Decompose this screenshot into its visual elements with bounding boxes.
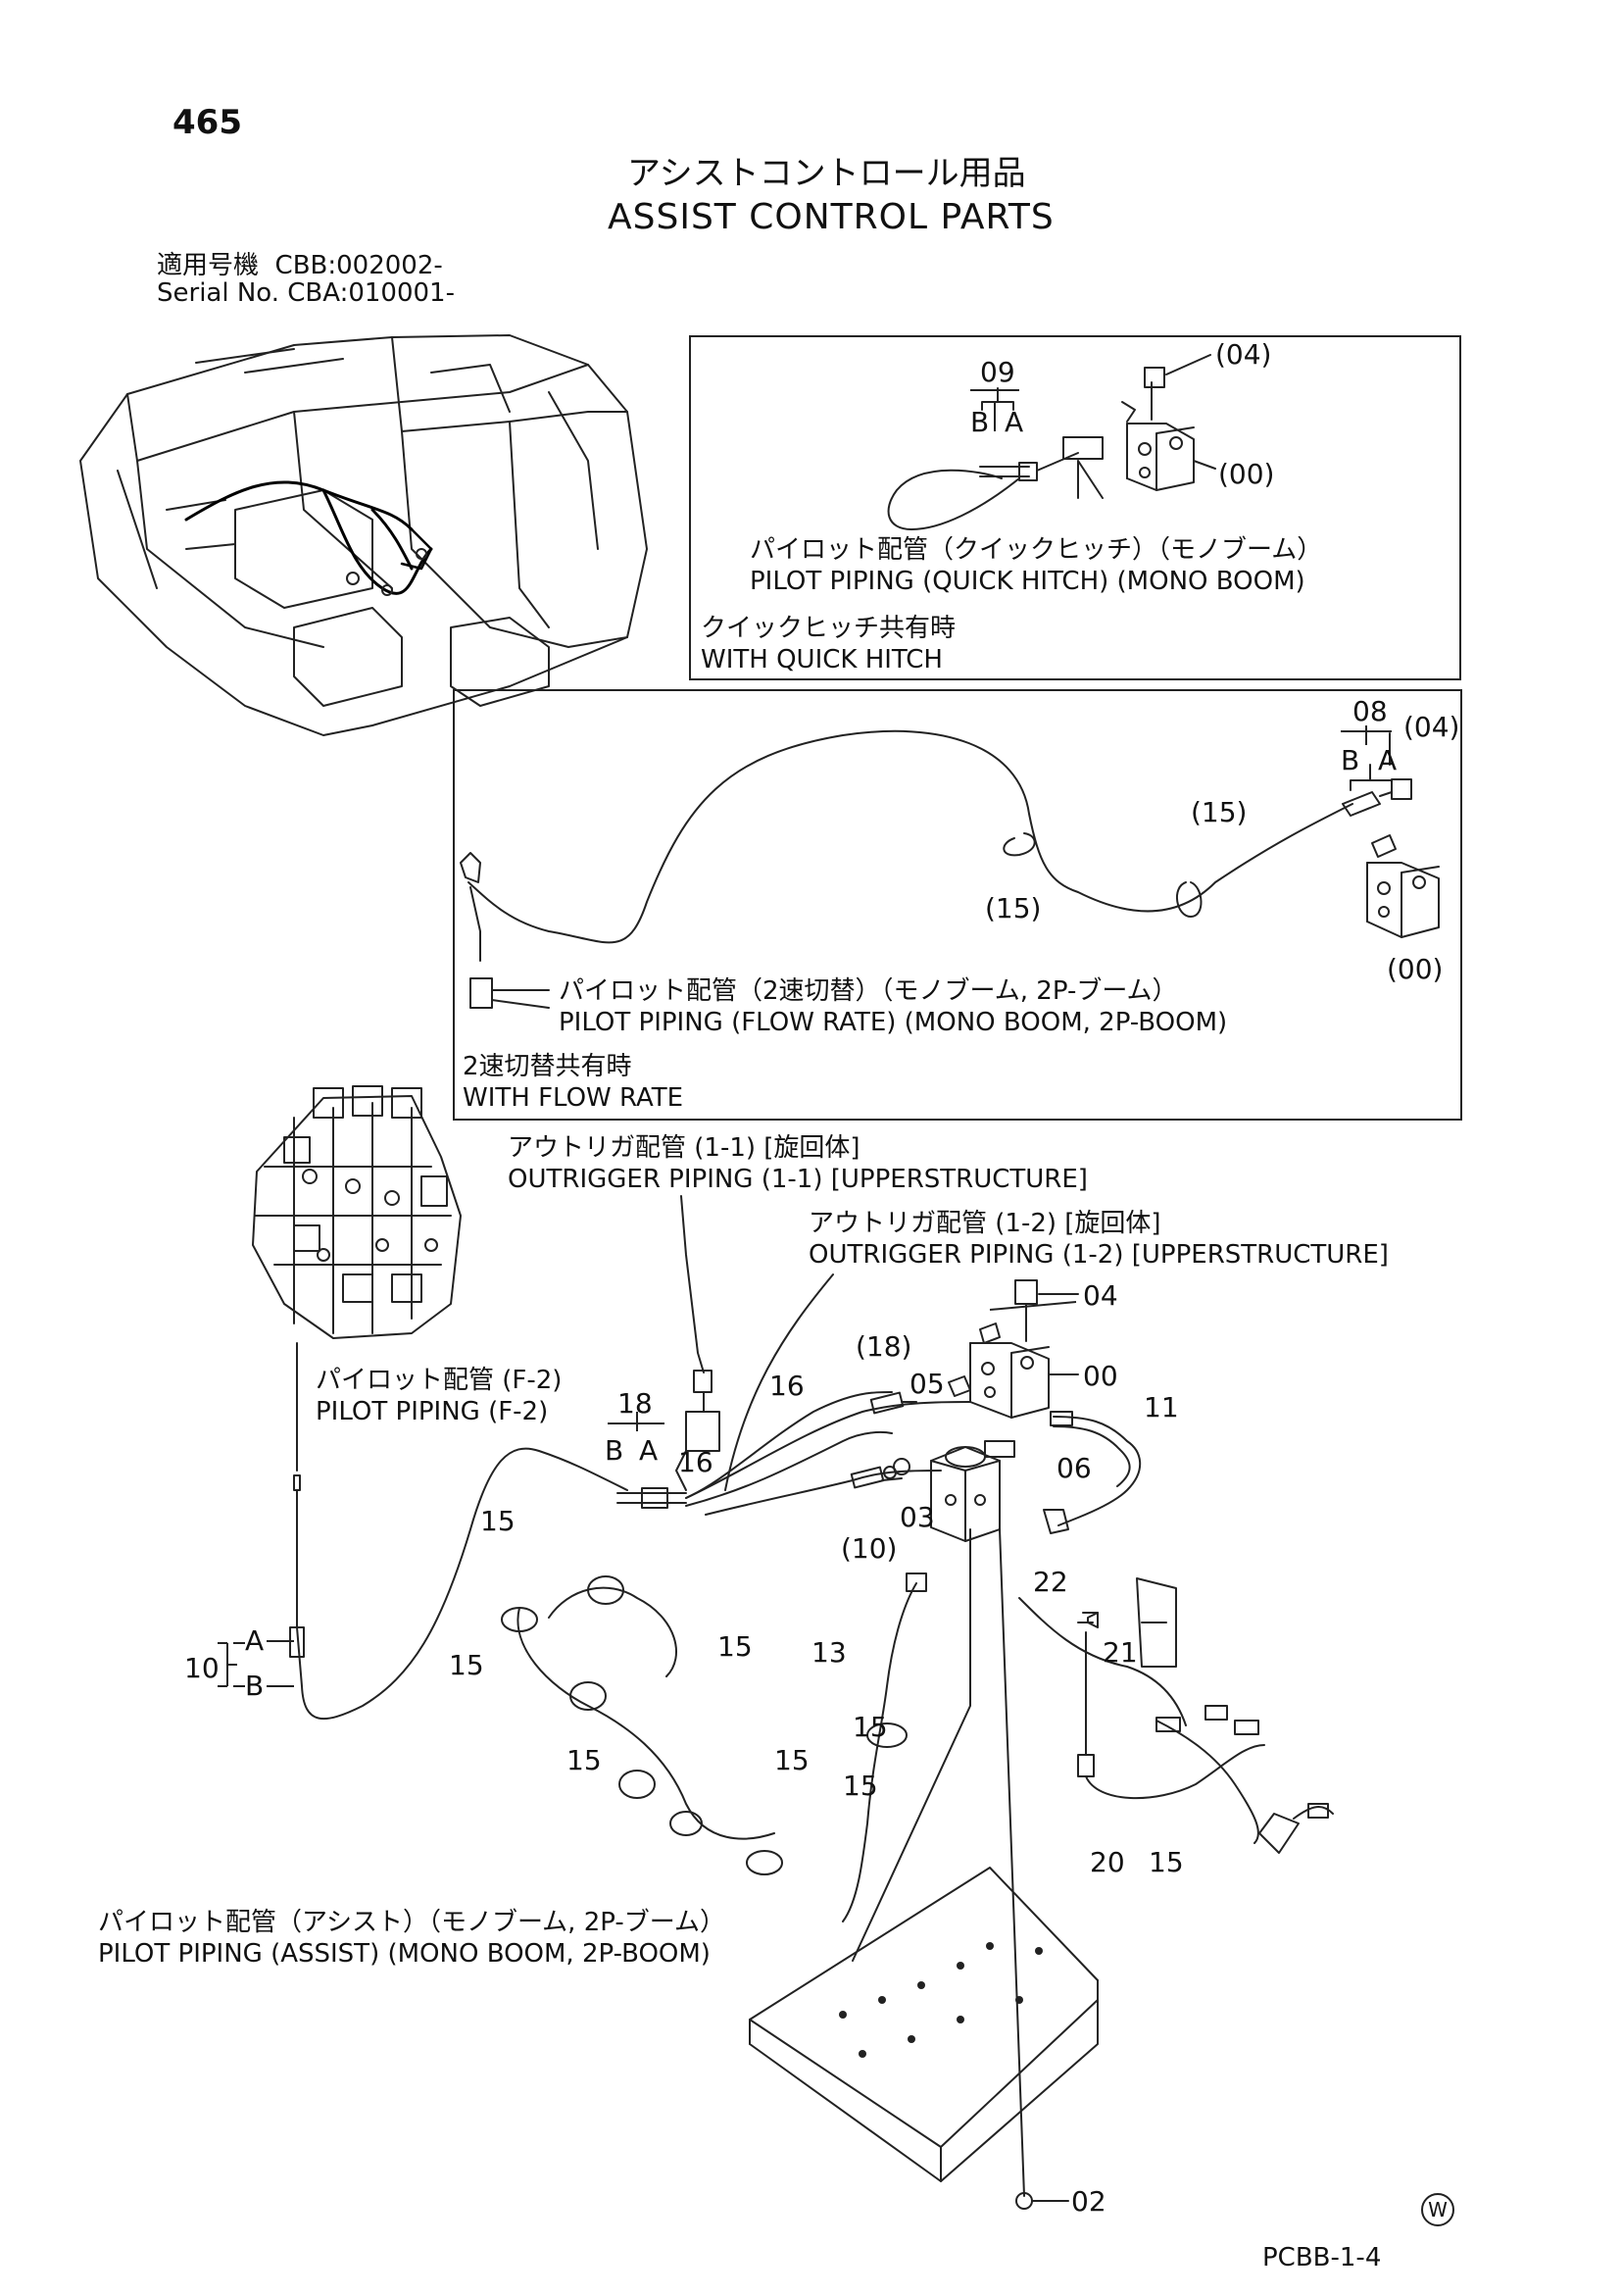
callout-22: 22 [1033,1566,1068,1598]
control-valve-illustration [252,1085,462,1339]
callout-00: 00 [1083,1360,1118,1392]
callout-04: (04) [1403,711,1460,743]
callout-a: A [245,1624,265,1657]
callout-15: 15 [449,1649,484,1681]
flow-rate-drawing [460,729,1440,1009]
callout-21: 21 [1103,1636,1138,1669]
flow-rate-condition-jp: 2速切替共有時 [463,1052,632,1081]
callout-04: 04 [1083,1279,1118,1312]
callout-15: (15) [1191,796,1248,828]
outrigger-2-label: OUTRIGGER PIPING (1-2) [UPPERSTRUCTURE] [809,1240,1389,1270]
callout-13: 13 [811,1636,847,1669]
page-number: 465 [172,103,242,142]
callout-09: 09 [980,356,1015,388]
callout-15: 15 [853,1711,888,1743]
callout-18: 18 [617,1387,653,1420]
serial-label-en: Serial No. [157,278,279,308]
callout-04: (04) [1215,338,1272,371]
pilot-f2-label: PILOT PIPING (F-2) [316,1397,549,1426]
outrigger-2-label-jp: アウトリガ配管 (1-2) [旋回体] [809,1209,1161,1238]
callout-03: 03 [900,1501,935,1533]
serial-line-1: 適用号機 CBB:002002- [157,253,443,278]
serial-line-2: Serial No. CBA:010001- [157,280,455,306]
callout-10: 10 [184,1652,220,1684]
callout-b: B [245,1670,265,1702]
callout-00: (00) [1387,953,1444,985]
outrigger-1-label-jp: アウトリガ配管 (1-1) [旋回体] [508,1133,860,1163]
callout-08: 08 [1352,695,1388,727]
excavator-illustration [79,334,648,736]
callout-15: (15) [985,892,1042,924]
callout-16: 16 [769,1370,805,1402]
assist-label: PILOT PIPING (ASSIST) (MONO BOOM, 2P-BOO… [98,1939,711,1969]
callout-a: A [1378,744,1398,776]
callout-00: (00) [1218,458,1275,490]
page-title: ASSIST CONTROL PARTS [608,197,1055,237]
quick-hitch-box [689,335,1461,680]
quick-hitch-drawing [887,354,1216,530]
callout-b: B [1341,744,1360,776]
callout-15: 15 [843,1770,878,1802]
serial-label-jp: 適用号機 [157,251,260,280]
serial-value-2: CBA:010001- [287,278,455,308]
quick-hitch-title: PILOT PIPING (QUICK HITCH) (MONO BOOM) [750,567,1305,596]
callout-a: A [639,1434,659,1467]
outrigger-1-label: OUTRIGGER PIPING (1-1) [UPPERSTRUCTURE] [508,1165,1088,1194]
pilot-f2-label-jp: パイロット配管 (F-2) [316,1366,563,1395]
callout-a: A [1005,406,1024,438]
callout-10: (10) [841,1532,898,1565]
flow-rate-box [453,689,1462,1121]
flow-rate-title: PILOT PIPING (FLOW RATE) (MONO BOOM, 2P-… [559,1008,1228,1037]
callout-b: B [970,406,990,438]
assist-label-jp: パイロット配管（アシスト）（モノブーム, 2P-ブーム） [98,1908,725,1937]
callout-20: 20 [1090,1846,1125,1878]
circle-mark: W [1421,2193,1454,2226]
callout-15: 15 [774,1744,810,1776]
callout-15: 15 [566,1744,602,1776]
flow-rate-title-jp: パイロット配管（2速切替）（モノブーム, 2P-ブーム） [559,976,1178,1006]
callout-11: 11 [1144,1391,1179,1423]
callout-05: 05 [909,1368,945,1400]
quick-hitch-condition: WITH QUICK HITCH [701,645,943,674]
callout-15: 15 [480,1505,516,1537]
callout-16: 16 [678,1446,713,1478]
quick-hitch-title-jp: パイロット配管（クイックヒッチ）（モノブーム） [750,535,1323,565]
page-code: PCBB-1-4 [1262,2243,1382,2272]
callout-b: B [605,1434,624,1467]
serial-value-1: CBB:002002- [274,251,443,280]
callout-15: 15 [1149,1846,1184,1878]
page-title-jp: アシストコントロール用品 [627,154,1026,193]
flow-rate-condition: WITH FLOW RATE [463,1083,684,1113]
callout-02: 02 [1071,2185,1106,2218]
callout-15: 15 [717,1630,753,1663]
callout-18: (18) [856,1330,912,1363]
quick-hitch-condition-jp: クイックヒッチ共有時 [701,614,957,643]
callout-06: 06 [1057,1452,1092,1484]
